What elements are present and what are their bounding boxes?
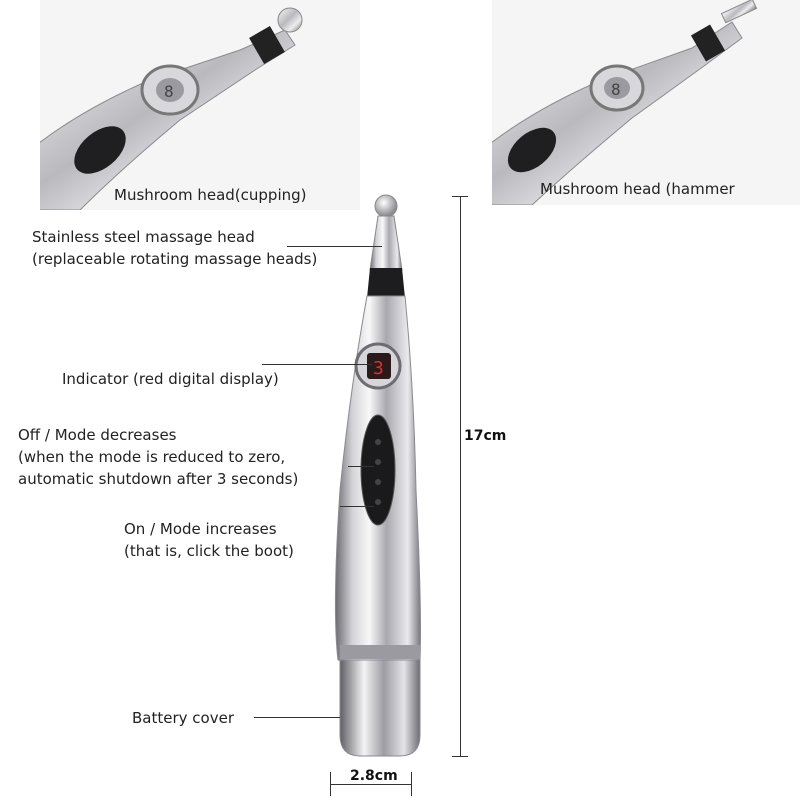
inset-photo-cupping: 8 Mushroom head(cupping) bbox=[40, 0, 360, 210]
leader-line-head bbox=[287, 246, 382, 247]
callout-off-mode: Off / Mode decreases (when the mode is r… bbox=[18, 424, 298, 490]
height-dimension-line bbox=[460, 196, 461, 756]
inset-caption-cupping: Mushroom head(cupping) bbox=[114, 186, 307, 204]
height-dimension-tick-bottom bbox=[452, 756, 468, 757]
callout-massage-head: Stainless steel massage head (replaceabl… bbox=[32, 226, 317, 270]
callout-on-line2: (that is, click the boot) bbox=[124, 542, 294, 560]
height-dimension-tick-top bbox=[452, 196, 468, 197]
svg-text:8: 8 bbox=[611, 80, 621, 99]
callout-on-mode: On / Mode increases (that is, click the … bbox=[124, 518, 294, 562]
callout-off-line3: automatic shutdown after 3 seconds) bbox=[18, 470, 299, 488]
inset-caption-hammer: Mushroom head (hammer bbox=[540, 180, 735, 198]
width-dimension-label: 2.8cm bbox=[348, 768, 400, 784]
inset-photo-hammer: 8 Mushroom head (hammer bbox=[492, 0, 800, 205]
pen-closeup-cupping-image: 8 bbox=[40, 0, 360, 210]
width-dimension-tick-right bbox=[411, 772, 412, 796]
width-dimension-line bbox=[330, 784, 412, 785]
leader-line-on bbox=[340, 506, 374, 507]
callout-massage-head-line1: Stainless steel massage head bbox=[32, 228, 255, 246]
width-dimension-tick-left bbox=[330, 772, 331, 796]
svg-text:8: 8 bbox=[164, 82, 174, 101]
callout-indicator: Indicator (red digital display) bbox=[62, 370, 279, 388]
massage-pen-image: 3 bbox=[334, 194, 421, 757]
pen-closeup-hammer-image: 8 bbox=[492, 0, 800, 205]
callout-massage-head-line2: (replaceable rotating massage heads) bbox=[32, 250, 318, 268]
callout-battery-cover: Battery cover bbox=[132, 709, 234, 727]
callout-off-line1: Off / Mode decreases bbox=[18, 426, 177, 444]
leader-line-off bbox=[348, 466, 374, 467]
height-dimension-label: 17cm bbox=[464, 428, 507, 444]
callout-on-line1: On / Mode increases bbox=[124, 520, 277, 538]
callout-off-line2: (when the mode is reduced to zero, bbox=[18, 448, 286, 466]
display-digit: 3 bbox=[373, 358, 384, 379]
leader-line-indicator bbox=[262, 364, 372, 365]
leader-line-battery bbox=[254, 717, 340, 718]
